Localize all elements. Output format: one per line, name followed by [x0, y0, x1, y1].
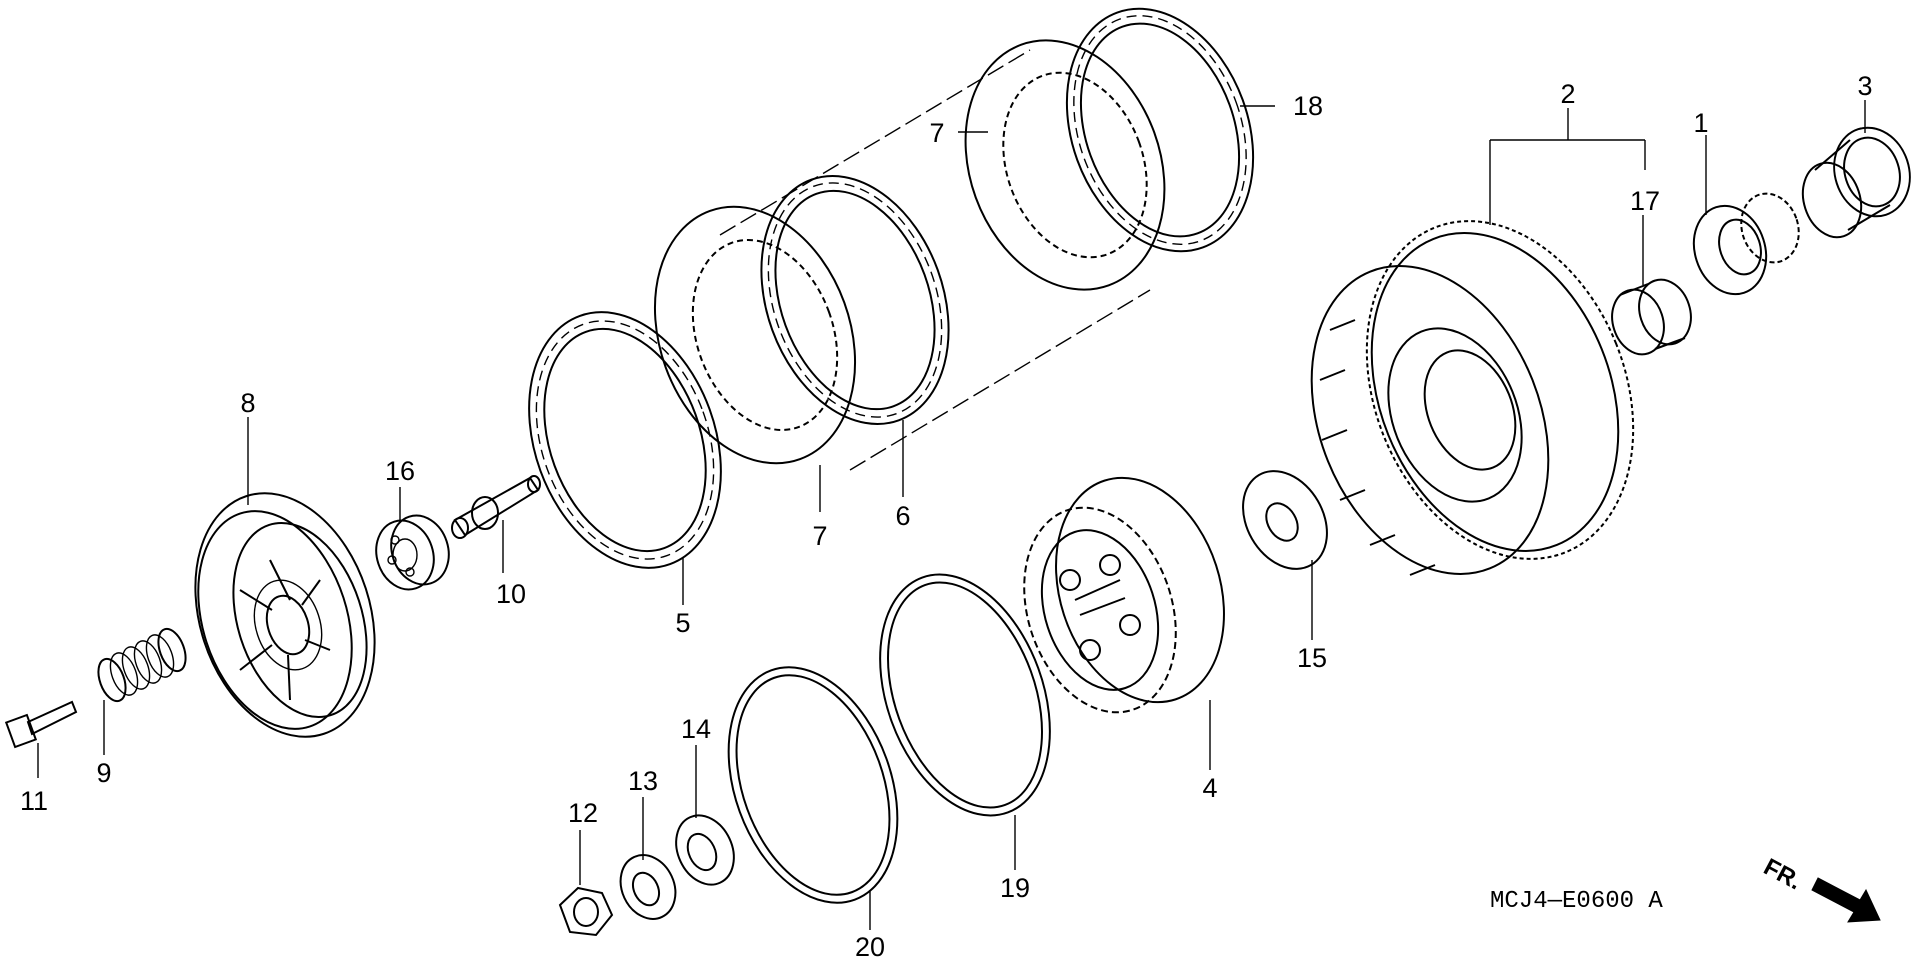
label-part-4: 4 — [1202, 773, 1217, 803]
sleeve-part — [1801, 126, 1911, 239]
needle-bearing-part — [1611, 278, 1692, 356]
leader-lines — [37, 100, 1866, 930]
label-part-15: 15 — [1297, 643, 1327, 673]
label-part-8: 8 — [240, 388, 255, 418]
thrust-washer-part — [1242, 470, 1328, 570]
bolt-part — [4, 700, 78, 749]
clutch-outer-part — [1310, 220, 1635, 576]
friction-disc-part — [528, 311, 722, 569]
label-part-20: 20 — [855, 932, 885, 959]
front-direction-marker: FR. — [1759, 853, 1881, 923]
label-part-18: 18 — [1293, 91, 1323, 121]
pressure-plate-part — [194, 492, 376, 738]
label-part-14: 14 — [681, 714, 711, 744]
label-part-13: 13 — [628, 766, 658, 796]
label-part-7-right: 7 — [929, 118, 944, 148]
part-labels: 1 2 3 4 5 6 7 7 8 9 10 11 12 13 14 15 16… — [20, 71, 1873, 959]
label-part-9: 9 — [96, 758, 111, 788]
friction-disc-part-middle — [760, 175, 950, 425]
o-ring-part-19 — [879, 573, 1051, 817]
label-part-6: 6 — [895, 501, 910, 531]
label-part-3: 3 — [1857, 71, 1872, 101]
washer-part-14 — [675, 814, 735, 886]
front-label: FR. — [1759, 853, 1806, 895]
label-part-1: 1 — [1693, 108, 1708, 138]
label-part-12: 12 — [568, 798, 598, 828]
friction-disc-part-right — [1065, 7, 1255, 253]
label-part-5: 5 — [675, 608, 690, 638]
label-part-7-left: 7 — [812, 521, 827, 551]
label-part-19: 19 — [1000, 873, 1030, 903]
bearing-part — [375, 514, 450, 591]
clutch-spring-part — [97, 627, 187, 703]
clutch-center-part — [1023, 476, 1225, 714]
clutch-plate-part-right — [964, 39, 1166, 291]
label-part-16: 16 — [385, 456, 415, 486]
collar-ring-part — [1692, 192, 1800, 296]
diagram-code: MCJ4—E0600 A — [1490, 888, 1663, 915]
label-part-17: 17 — [1630, 186, 1660, 216]
alignment-lines — [719, 49, 1151, 471]
washer-part-13 — [619, 854, 677, 920]
arrow-right-down-icon — [1811, 877, 1881, 923]
lock-nut-part — [558, 886, 614, 937]
label-part-11: 11 — [20, 786, 48, 816]
label-part-10: 10 — [496, 579, 526, 609]
clutch-plate-part-left — [653, 205, 857, 465]
lifter-rod-part — [451, 475, 541, 539]
label-part-2: 2 — [1560, 79, 1575, 109]
o-ring-part-20 — [727, 666, 899, 904]
